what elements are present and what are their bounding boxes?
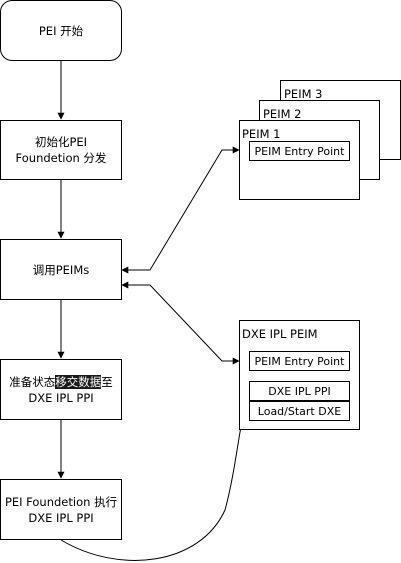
flow-start-label: PEI 开始 xyxy=(38,23,84,38)
flow-exec-line2: DXE IPL PPI xyxy=(28,510,94,525)
dxe-ipl-entry-point-label: PEIM Entry Point xyxy=(254,354,345,368)
flow-prep-pre: 准备状态 xyxy=(9,374,56,389)
flow-prep-line1: 准备状态移交数据至 xyxy=(9,374,113,390)
flow-start: PEI 开始 xyxy=(0,0,122,61)
dxe-ipl-peim-title: DXE IPL PEIM xyxy=(242,327,318,341)
flow-call-label: 调用PEIMs xyxy=(32,262,90,277)
flow-prep-line2: DXE IPL PPI xyxy=(28,390,94,405)
peim1-entry-point: PEIM Entry Point xyxy=(249,141,350,161)
flow-prep-post: 至 xyxy=(101,374,113,389)
flow-prep: 准备状态移交数据至 DXE IPL PPI xyxy=(0,359,122,420)
dxe-load-start-label: Load/Start DXE xyxy=(257,404,342,418)
dxe-ipl-ppi-label: DXE IPL PPI xyxy=(268,384,331,398)
arrow-exec-to-dxe-ppi xyxy=(60,398,249,561)
peim2-label: PEIM 2 xyxy=(263,107,302,121)
flow-exec-line1: PEI Foundetion 执行 xyxy=(4,494,118,509)
flow-exec: PEI Foundetion 执行 DXE IPL PPI xyxy=(0,479,122,540)
flow-init-line1: 初始化PEI xyxy=(34,135,88,149)
arrow-call-to-peim-stack xyxy=(121,146,240,274)
arrow-call-to-dxe-ipl xyxy=(121,281,240,365)
flow-prep-highlight: 移交数据 xyxy=(55,374,102,389)
flow-init-line2: Foundetion 分发 xyxy=(15,151,107,165)
peim3-label: PEIM 3 xyxy=(284,87,323,101)
peim1-label: PEIM 1 xyxy=(242,127,281,141)
dxe-ipl-entry-point: PEIM Entry Point xyxy=(249,351,350,371)
flow-call: 调用PEIMs xyxy=(0,239,122,300)
peim1-entry-point-label: PEIM Entry Point xyxy=(254,144,345,158)
dxe-load-start: Load/Start DXE xyxy=(249,401,350,421)
flow-init: 初始化PEI Foundetion 分发 xyxy=(0,120,122,180)
dxe-ipl-ppi: DXE IPL PPI xyxy=(249,381,350,401)
